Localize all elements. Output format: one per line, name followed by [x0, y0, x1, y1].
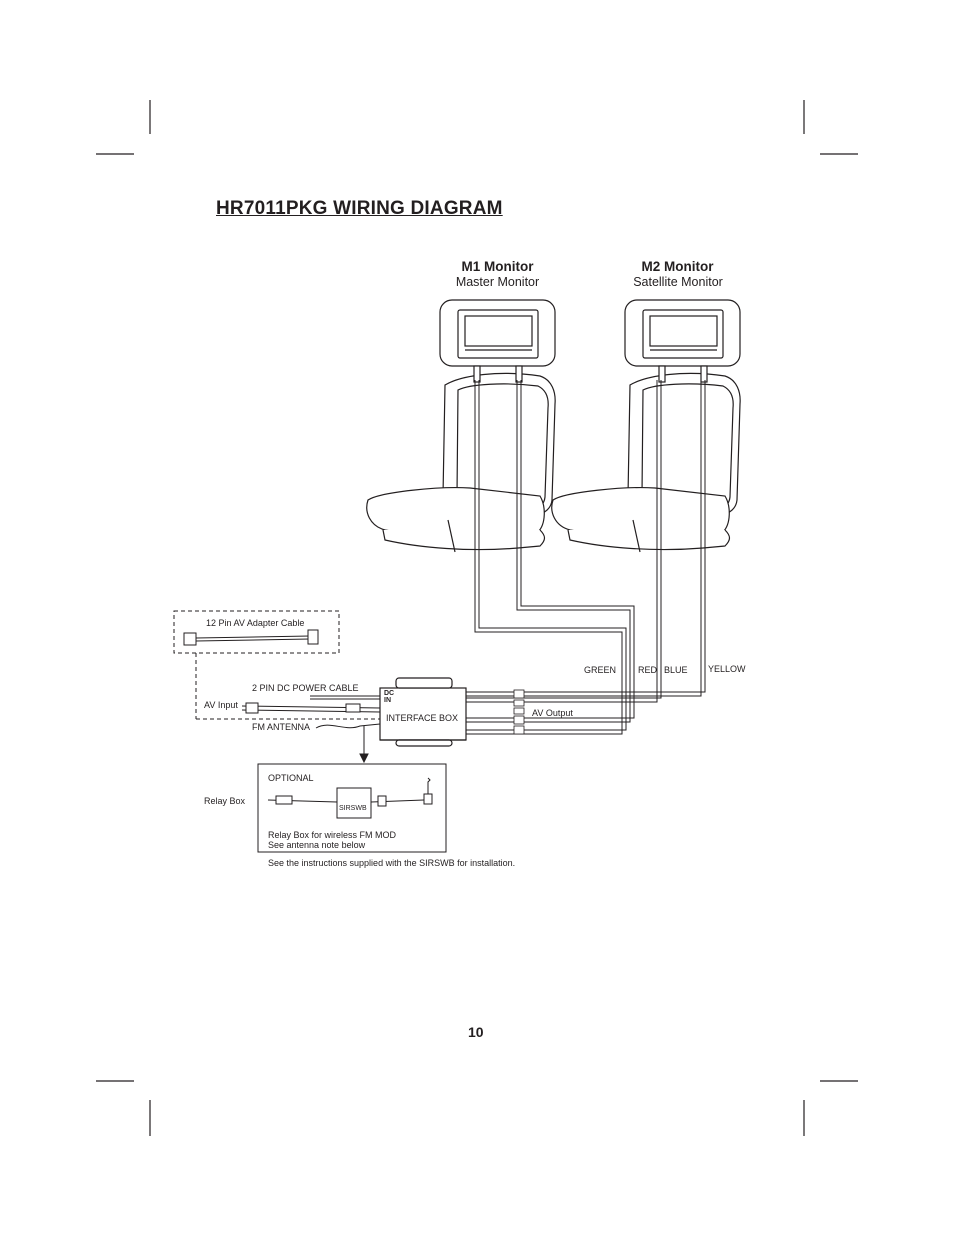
cable-runs — [466, 380, 706, 735]
page-number: 10 — [468, 1024, 484, 1040]
m2-subtitle: Satellite Monitor — [633, 275, 723, 289]
dc-in-label: DC IN — [384, 690, 395, 704]
relay-note-line2: See antenna note below — [268, 840, 366, 850]
seat-m1 — [366, 372, 556, 553]
green-wire-label: GREEN — [584, 665, 617, 675]
dc-power-label: 2 PIN DC POWER CABLE — [252, 683, 359, 693]
av-output-label: AV Output — [532, 708, 573, 718]
seat-m2 — [551, 372, 741, 553]
page-title: HR7011PKG WIRING DIAGRAM — [216, 198, 503, 219]
red-wire-label: RED — [638, 665, 658, 675]
relay-box — [257, 763, 447, 853]
av-input-label: AV Input — [204, 700, 238, 710]
yellow-wire-label: YELLOW — [708, 664, 746, 674]
relay-note-line1: Relay Box for wireless FM MOD — [268, 830, 397, 840]
sirswb-module-label: SIRSWB — [339, 805, 367, 812]
adapter-box — [173, 610, 380, 720]
dc-power-cable — [241, 695, 381, 714]
fm-antenna-line — [315, 723, 381, 764]
relay-box-label: Relay Box — [204, 796, 246, 806]
fm-antenna-label: FM ANTENNA — [252, 722, 311, 732]
crop-marks — [96, 100, 858, 1136]
m1-heading: M1 Monitor — [461, 259, 534, 274]
blue-wire-label: BLUE — [664, 665, 688, 675]
interface-box-label: INTERFACE BOX — [386, 713, 459, 723]
instructions-note: See the instructions supplied with the S… — [268, 858, 516, 868]
av-output-connectors — [513, 689, 525, 735]
optional-label: OPTIONAL — [268, 773, 314, 783]
headrest-m2 — [624, 299, 741, 383]
m2-heading: M2 Monitor — [641, 259, 714, 274]
adapter-cable-label: 12 Pin AV Adapter Cable — [206, 618, 305, 628]
headrest-m1 — [439, 299, 556, 383]
m1-subtitle: Master Monitor — [455, 275, 540, 289]
interface-box-shape — [379, 677, 467, 747]
